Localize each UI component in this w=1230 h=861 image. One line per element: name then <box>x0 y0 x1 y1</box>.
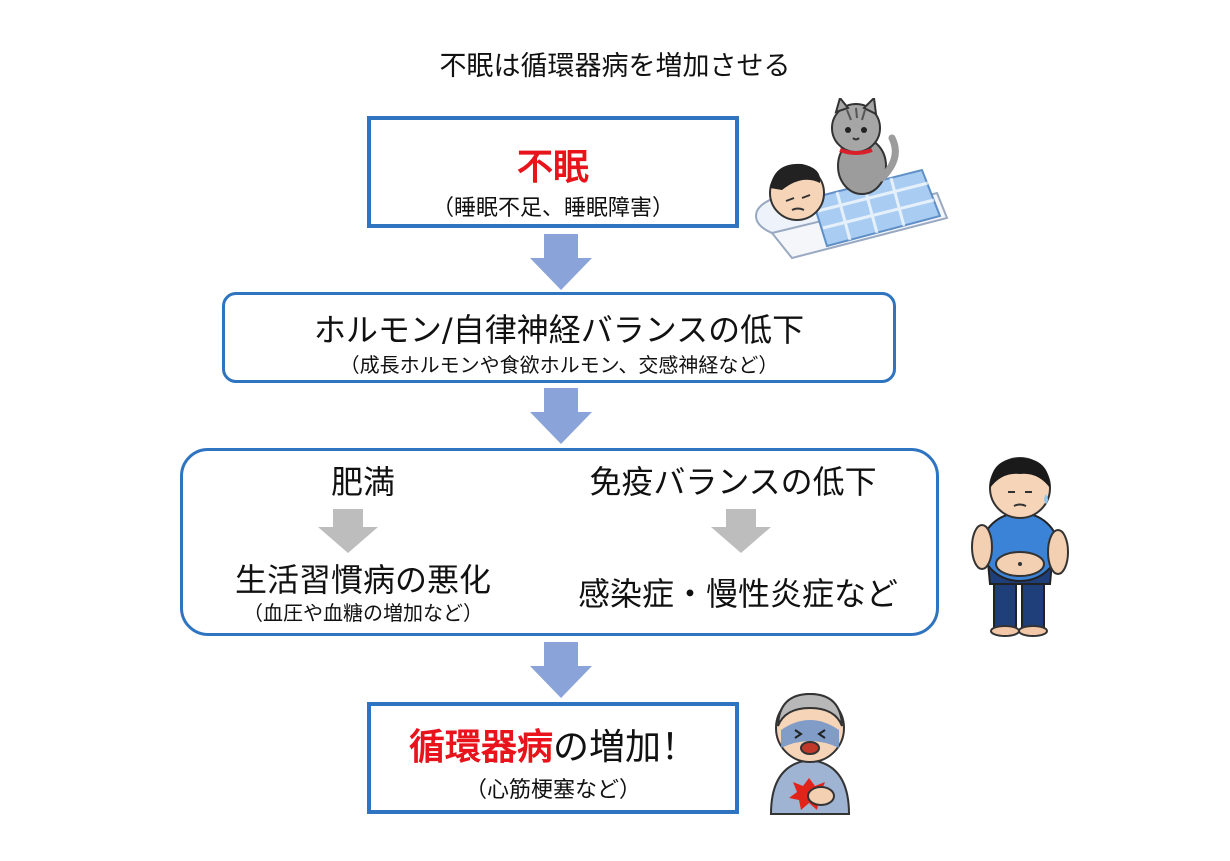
lifestyle-disease-label: 生活習慣病の悪化 <box>234 561 491 599</box>
diagram-title: 不眠は循環器病を増加させる <box>439 51 791 82</box>
chest-pain-elderly-man-icon <box>769 692 851 815</box>
lifestyle-disease-sub: （血圧や血糖の増加など） <box>243 601 483 625</box>
gray-arrow-left <box>318 509 378 553</box>
down-arrow-2 <box>530 388 592 444</box>
down-arrow-3 <box>530 642 592 698</box>
step-insomnia-box: 不眠 （睡眠不足、睡眠障害） <box>367 116 739 228</box>
step-cardiovascular-box: 循環器病の増加！ （心筋梗塞など） <box>367 702 739 814</box>
cardiovascular-sub: （心筋梗塞など） <box>464 778 641 803</box>
obesity-label: 肥満 <box>330 463 395 501</box>
sleeping-person-with-cat-icon <box>755 98 949 260</box>
gray-arrow-right <box>711 509 771 553</box>
inflammation-label: 感染症・慢性炎症など <box>577 575 898 613</box>
insomnia-label: 不眠 <box>516 147 589 188</box>
cardiovascular-rest-label: の増加！ <box>553 727 698 768</box>
insomnia-sub: （睡眠不足、睡眠障害） <box>431 196 674 221</box>
hormone-sub: （成長ホルモンや食欲ホルモン、交感神経など） <box>339 353 779 377</box>
down-arrow-1 <box>530 234 592 290</box>
hormone-label: ホルモン/自律神経バランスの低下 <box>313 311 805 349</box>
step-hormone-box: ホルモン/自律神経バランスの低下 （成長ホルモンや食欲ホルモン、交感神経など） <box>222 292 896 383</box>
cardiovascular-red-label: 循環器病 <box>408 727 553 768</box>
overweight-boy-icon <box>971 457 1069 637</box>
immune-label: 免疫バランスの低下 <box>589 463 877 501</box>
cardiovascular-label: 循環器病の増加！ <box>371 718 735 770</box>
step-effects-box: 肥満 生活習慣病の悪化 （血圧や血糖の増加など） 免疫バランスの低下 感染症・慢… <box>180 448 939 636</box>
